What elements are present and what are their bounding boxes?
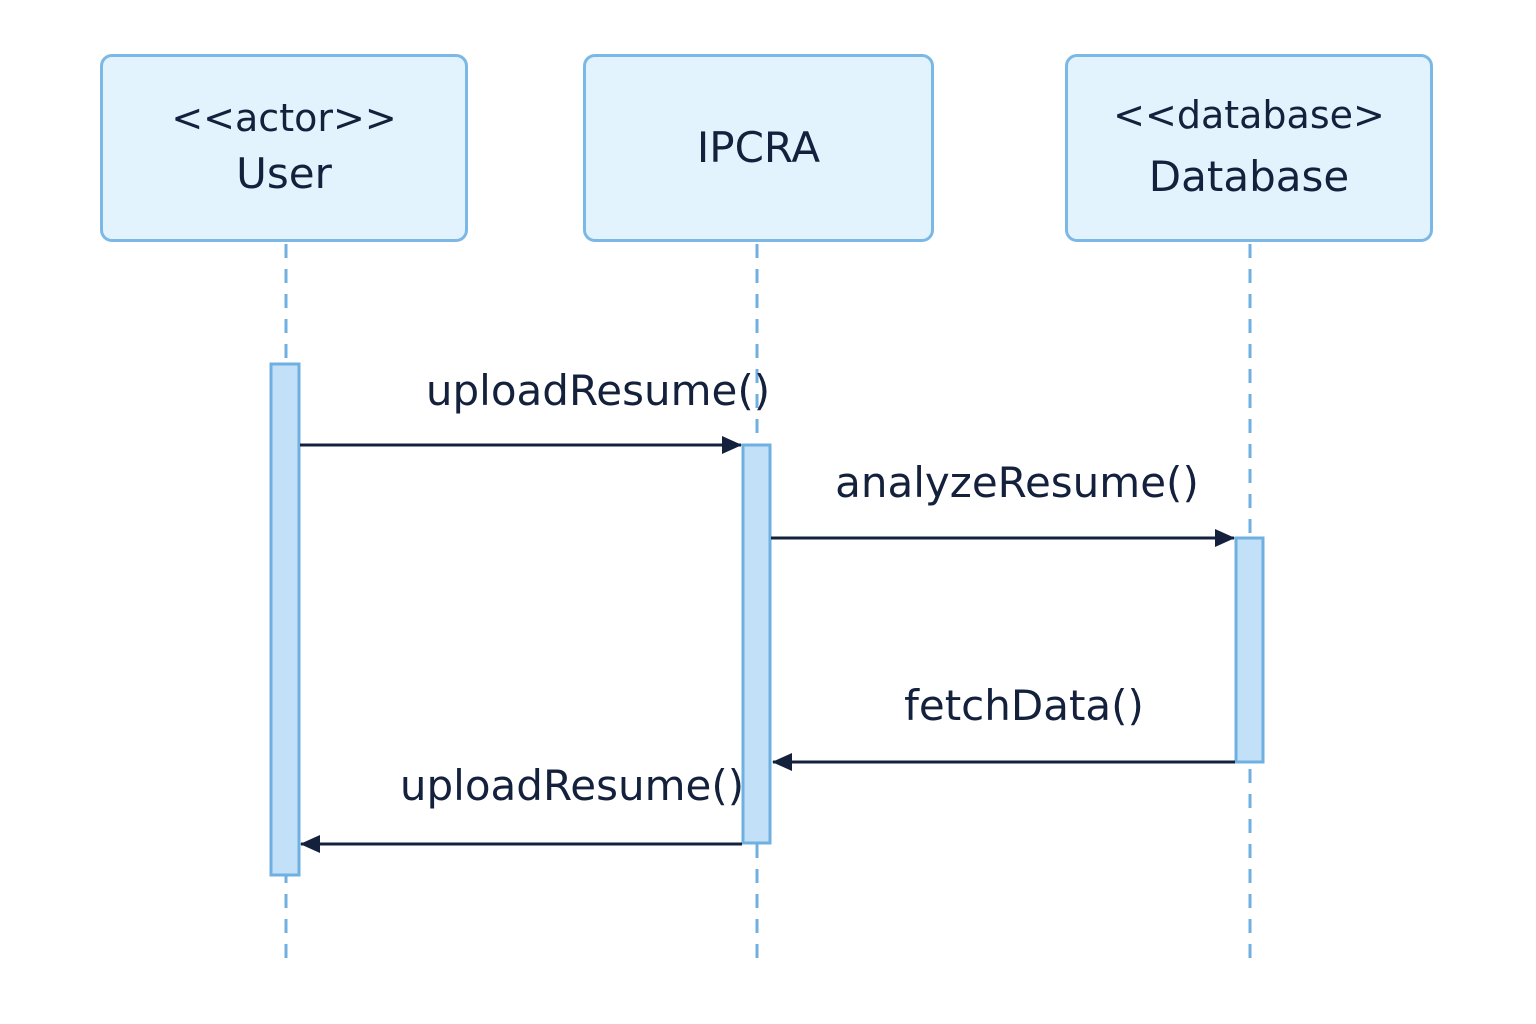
message-label: uploadResume() <box>399 761 745 810</box>
participant-name: Database <box>1148 152 1350 202</box>
participant-ipcra: IPCRA <box>583 54 934 242</box>
participant-stereotype: <<database> <box>1113 93 1385 137</box>
participant-name: User <box>236 149 332 199</box>
message-label: uploadResume() <box>425 366 771 415</box>
activation-bar-database <box>1234 536 1265 764</box>
activation-bar-user <box>269 362 301 877</box>
activation-bar-ipcra <box>741 443 772 845</box>
participant-database: <<database> Database <box>1065 54 1433 242</box>
participant-stereotype: <<actor>> <box>171 96 397 140</box>
message-label: analyzeResume() <box>835 458 1199 507</box>
participant-name: IPCRA <box>696 122 821 172</box>
participant-user: <<actor>> User <box>100 54 468 242</box>
message-label: fetchData() <box>904 681 1144 730</box>
